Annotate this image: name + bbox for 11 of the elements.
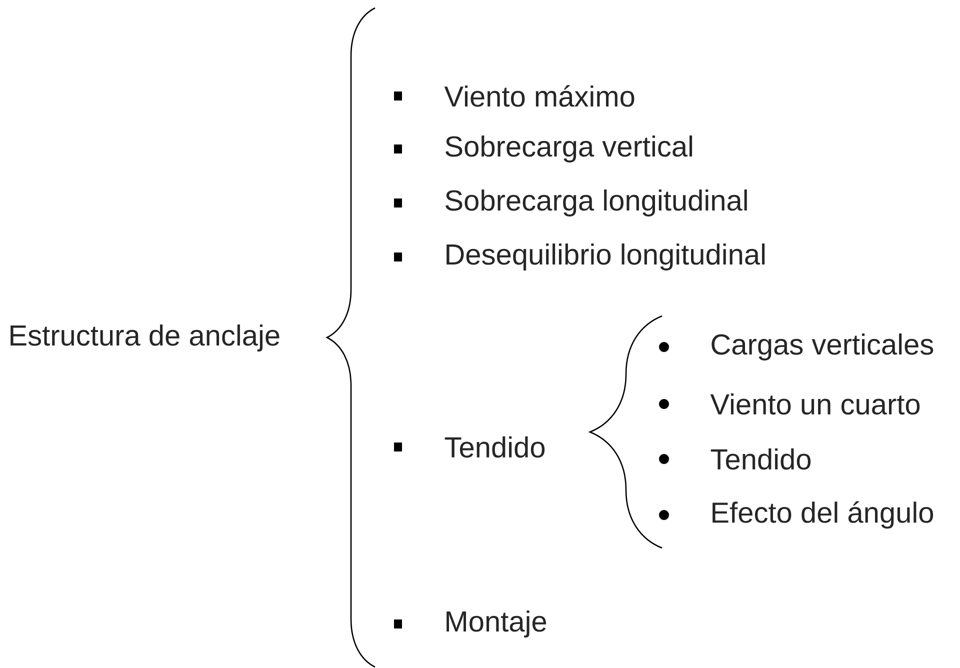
list-item: Viento un cuarto xyxy=(710,393,920,415)
list-item: Tendido xyxy=(710,448,811,470)
root-label: Estructura de anclaje xyxy=(10,324,280,352)
list-item: Tendido xyxy=(444,436,545,458)
list-item: Sobrecarga longitudinal xyxy=(446,189,747,216)
list-item: Montaje xyxy=(446,610,546,638)
list-item: Cargas verticales xyxy=(712,333,934,360)
list-item: Sobrecarga vertical xyxy=(446,135,692,162)
list-item: Desequilibrio longitudinal xyxy=(446,243,765,270)
list-item: Efecto del ángulo xyxy=(712,501,934,529)
list-item: Viento máximo xyxy=(444,85,634,107)
